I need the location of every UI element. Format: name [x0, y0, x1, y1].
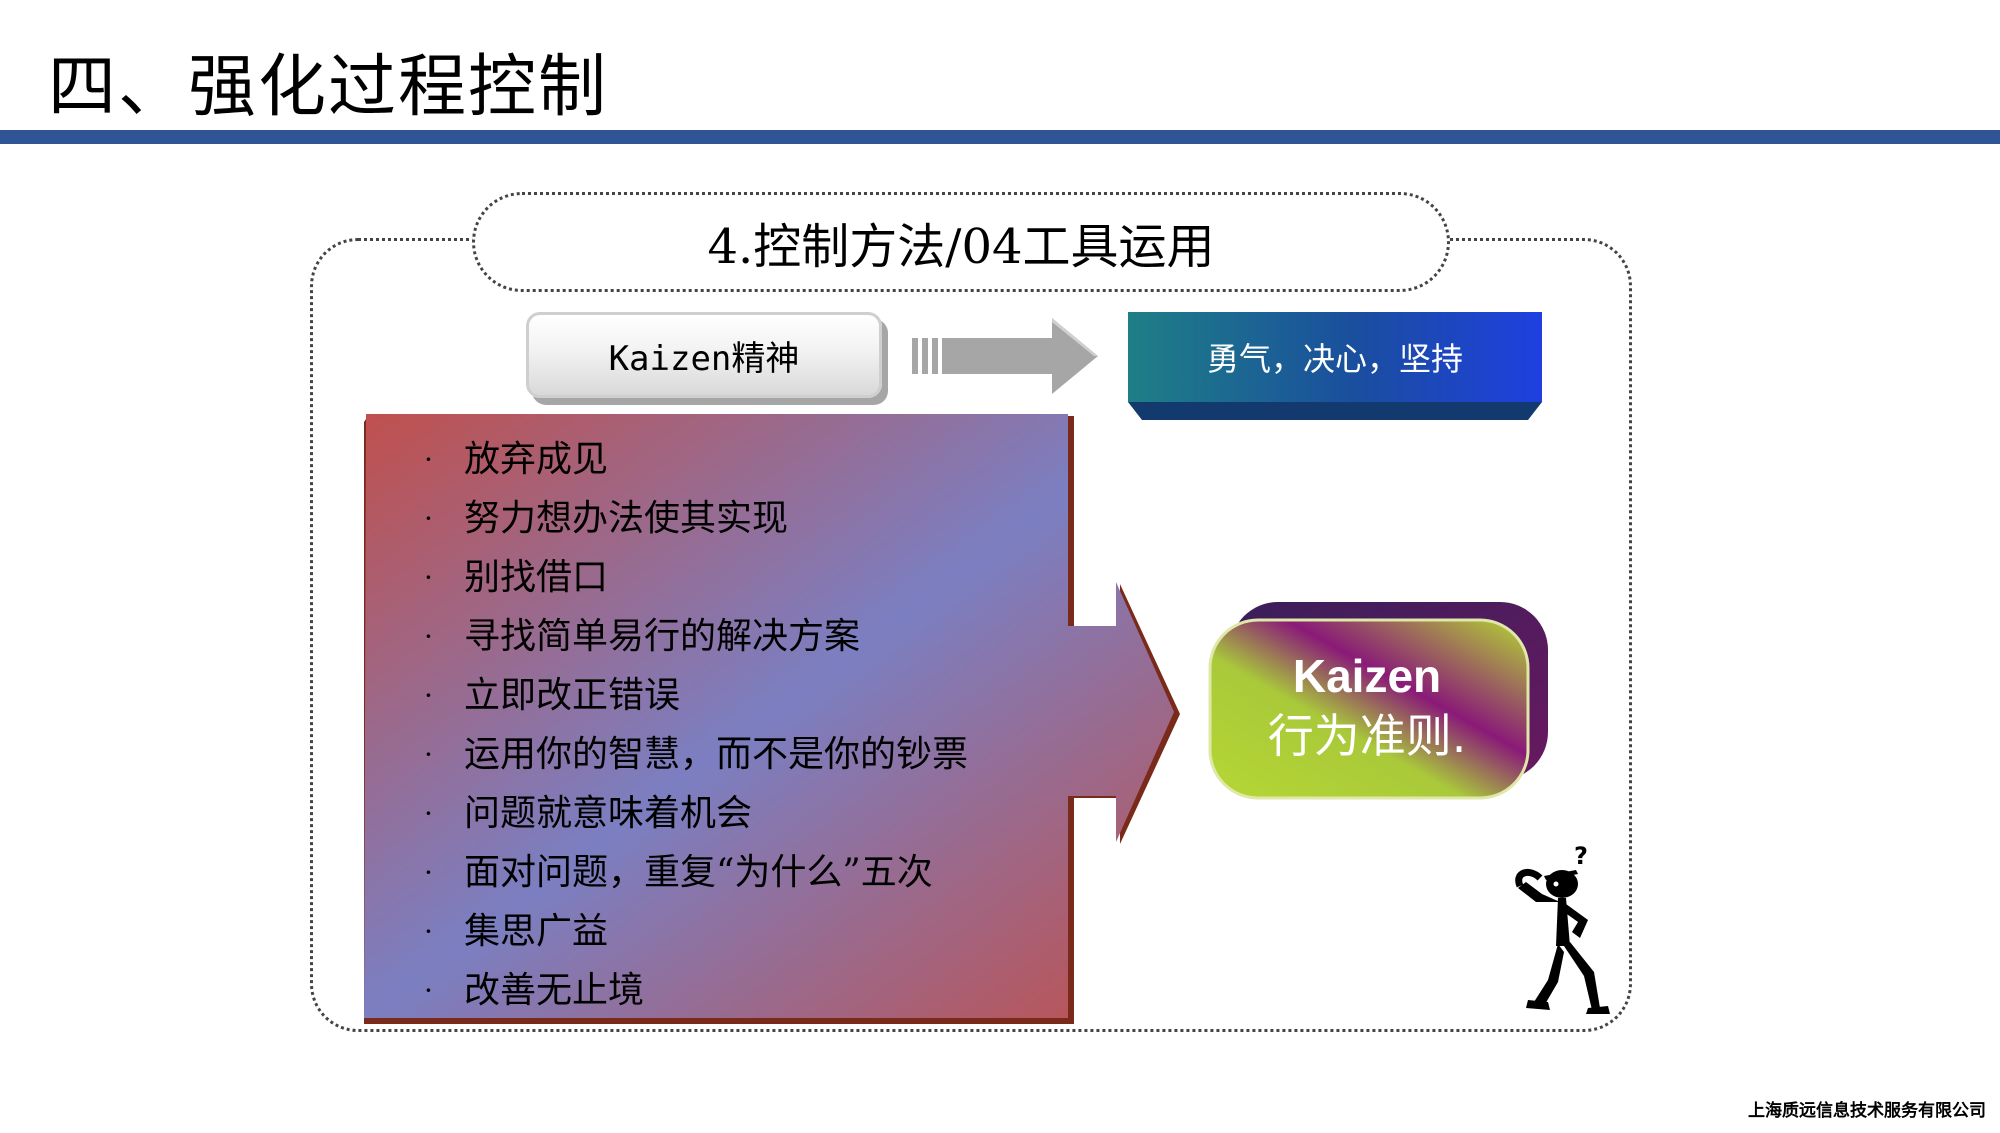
courage-box: 勇气，决心，坚持	[1128, 312, 1542, 402]
kaizen-spirit-box: Kaizen精神	[526, 312, 882, 398]
list-item: ·立即改正错误	[424, 675, 681, 716]
gray-arrow-icon	[912, 318, 1098, 394]
list-item: ·面对问题，重复“为什么”五次	[424, 852, 933, 893]
svg-text:?: ?	[1574, 842, 1588, 870]
list-item: ·放弃成见	[424, 439, 609, 480]
list-item: ·改善无止境	[424, 970, 645, 1011]
list-item: ·运用你的智慧，而不是你的钞票	[424, 734, 969, 775]
kaizen-rules-box	[1208, 602, 1548, 800]
list-item: ·别找借口	[424, 557, 609, 598]
list-item: ·问题就意味着机会	[424, 793, 753, 834]
courage-box-bevel	[1128, 402, 1542, 420]
slide-title: 四、强化过程控制	[48, 48, 609, 127]
kaizen-spirit-bullets: ·放弃成见 ·努力想办法使其实现 ·别找借口 ·寻找简单易行的解决方案 ·立即改…	[424, 430, 968, 1020]
footer-company: 上海质远信息技术服务有限公司	[1748, 1101, 1986, 1121]
list-item: ·努力想办法使其实现	[424, 498, 789, 539]
rules-line-1: Kaizen	[1292, 650, 1442, 702]
thinking-person-icon: ?	[1515, 842, 1610, 1014]
list-item: ·寻找简单易行的解决方案	[424, 616, 861, 657]
rules-line-2: 行为准则.	[1267, 709, 1467, 763]
kaizen-rules-label: Kaizen 行为准则.	[1212, 648, 1522, 768]
list-item: ·集思广益	[424, 911, 609, 952]
bullet-arrow-shape	[364, 414, 1180, 1024]
section-heading: 4.控制方法/04工具运用	[472, 192, 1450, 292]
title-rule	[0, 130, 2000, 144]
